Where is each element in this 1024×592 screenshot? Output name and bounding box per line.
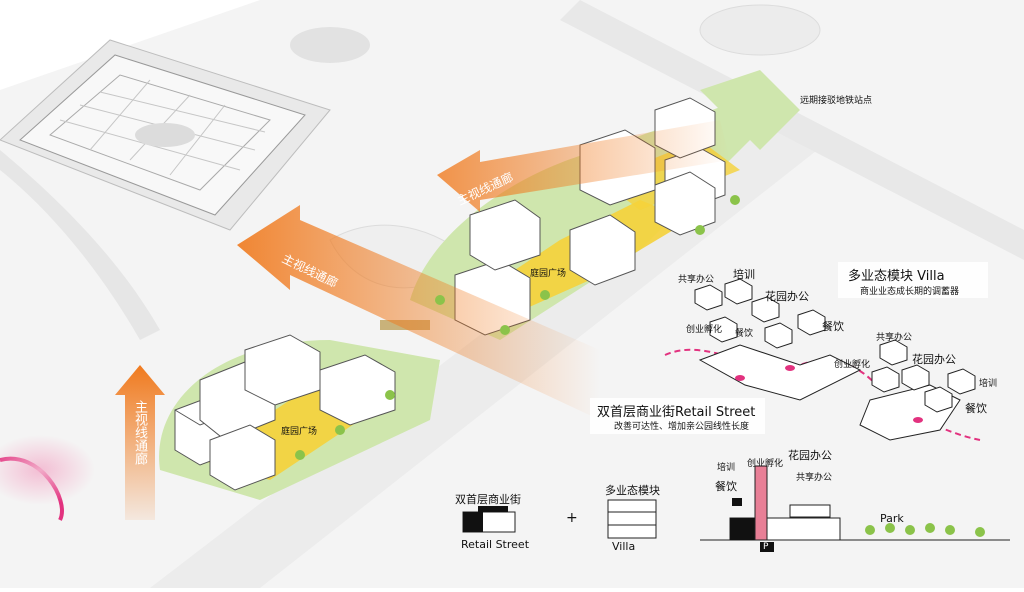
legend-retail-en: Retail Street [461,538,530,551]
left-dining-small-label: 餐饮 [735,329,754,339]
left-shared-office-label: 共享办公 [678,275,715,285]
section-garden-office-label: 花园办公 [788,449,832,462]
metro-station-label: 远期接驳地铁站点 [800,96,873,106]
villa-title: 多业态模块 Villa [848,269,945,284]
buildings-left [174,334,396,491]
right-garden-office-label: 花园办公 [912,353,956,366]
legend-icons [462,499,657,539]
left-garden-office-label: 花园办公 [765,290,809,303]
section-diagram [700,465,1010,552]
trees [295,195,985,537]
villa-subtitle: 商业业态成长期的调蓄器 [860,287,960,297]
left-training-label: 培训 [733,268,755,281]
retail-title: 双首层商业街Retail Street [597,405,756,420]
villa-label-box [838,262,988,298]
module-cubes [694,278,976,413]
right-incubation-label: 创业孵化 [834,360,871,370]
left-incubation-label: 创业孵化 [686,325,723,335]
garden-plaza-label-right: 庭园广场 [530,269,567,279]
section-park-label: Park [880,512,904,525]
stadium [0,39,331,231]
garden-plaza-label-left: 庭园广场 [281,427,318,437]
right-shared-office-label: 共享办公 [876,333,913,343]
section-parking-mark: P [763,542,769,552]
main-axis-arrows [115,120,730,520]
legend-plus: + [566,510,578,526]
section-incubation-label: 创业孵化 [747,459,784,469]
retail-subtitle: 改善可达性、增加亲公园线性长度 [614,422,750,432]
legend-villa-en: Villa [612,540,636,553]
legend-retail-cn: 双首层商业街 [455,493,521,506]
left-dining-label: 餐饮 [822,320,844,333]
legend-villa-cn: 多业态模块 [605,484,660,497]
main-axis-label-left: 主视线通廊 [132,400,147,465]
section-shared-office-label: 共享办公 [796,473,833,483]
right-dining-label: 餐饮 [965,402,987,415]
section-dining-label: 餐饮 [715,480,737,493]
retail-label-box [590,398,765,434]
right-training-label: 培训 [979,379,998,389]
section-training-label: 培训 [717,463,736,473]
